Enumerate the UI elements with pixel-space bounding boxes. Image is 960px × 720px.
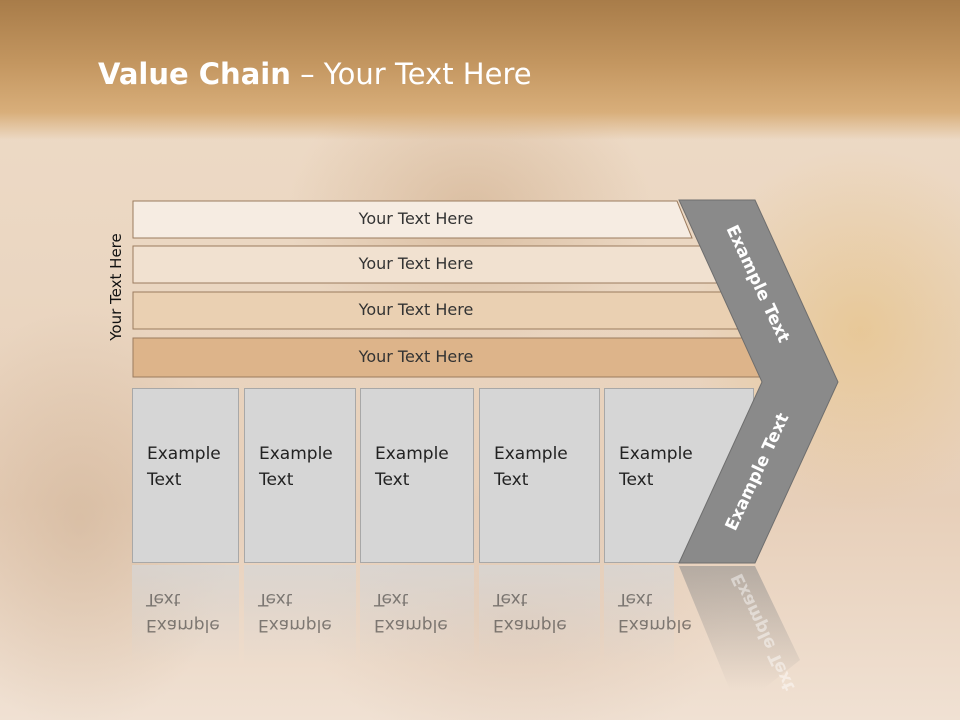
box-5-label: Example Text — [619, 444, 693, 490]
box-4-reflection-label: Example Text — [493, 589, 567, 635]
box-5-reflection: Example Text — [604, 565, 692, 690]
slide-title-rest: – Your Text Here — [290, 57, 532, 91]
example-box-3[interactable]: Example Text — [360, 388, 474, 563]
box-2-reflection-label: Example Text — [258, 589, 332, 635]
box-1-reflection-label: Example Text — [146, 589, 220, 635]
example-box-2[interactable]: Example Text — [244, 388, 356, 563]
row-3-label: Your Text Here — [358, 300, 474, 319]
box-2-reflection: Example Text — [244, 565, 356, 690]
box-2-label: Example Text — [259, 444, 333, 490]
box-5-reflection-label: Example Text — [618, 589, 692, 635]
row-4-label: Your Text Here — [358, 347, 474, 366]
slide-title[interactable]: Value Chain – Your Text Here — [98, 56, 532, 92]
vertical-label[interactable]: Your Text Here — [107, 233, 125, 341]
slide-title-bold: Value Chain — [98, 57, 291, 91]
box-3-label: Example Text — [375, 444, 449, 490]
example-box-1[interactable]: Example Text — [132, 388, 239, 563]
example-box-5[interactable]: Example Text — [604, 388, 754, 563]
example-box-4[interactable]: Example Text — [479, 388, 600, 563]
box-1-reflection: Example Text — [132, 565, 239, 690]
row-2-label: Your Text Here — [358, 254, 474, 273]
chevron-reflection-label: Example Text — [727, 570, 800, 694]
box-4-label: Example Text — [494, 444, 568, 490]
row-1-label: Your Text Here — [358, 209, 474, 228]
box-4-reflection: Example Text — [479, 565, 600, 690]
box-3-reflection-label: Example Text — [374, 589, 448, 635]
title-band — [0, 0, 960, 140]
box-1-label: Example Text — [147, 444, 221, 490]
box-3-reflection: Example Text — [360, 565, 474, 690]
